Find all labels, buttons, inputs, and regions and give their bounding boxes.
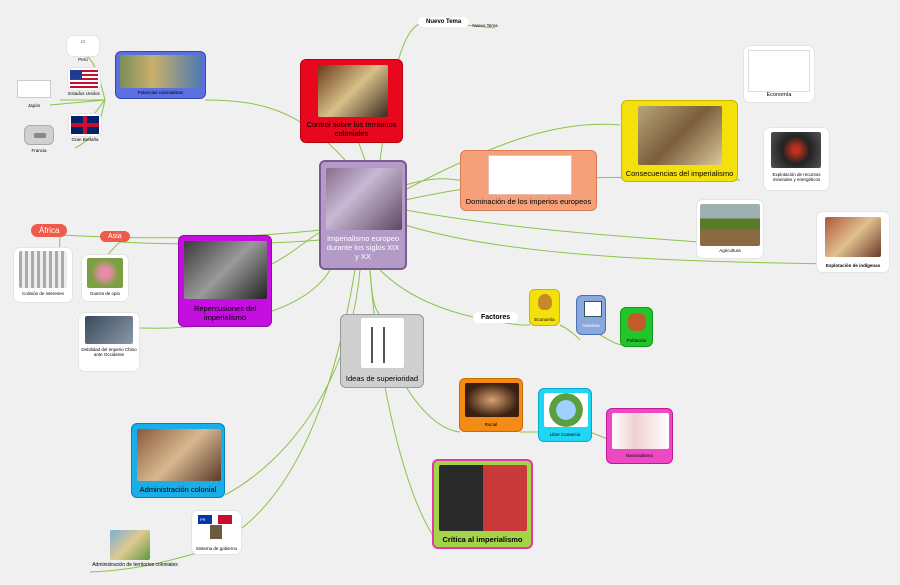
- node-explotacion-indigenas[interactable]: Explotación de indígenas: [817, 212, 889, 272]
- peru-label: Perú: [78, 57, 88, 62]
- indigenas-image: [825, 217, 881, 257]
- node-libre-comercio[interactable]: Libre Comercio: [538, 388, 592, 442]
- administracion-label: Administración colonial: [139, 485, 217, 494]
- consecuencias-image: [638, 106, 722, 165]
- money-bag-icon: [538, 294, 552, 310]
- node-agricultura[interactable]: Agricultura: [697, 200, 763, 258]
- node-nacionalismo[interactable]: Nacionalismo: [606, 408, 673, 464]
- node-asia[interactable]: Asia: [100, 231, 130, 242]
- node-repercusiones[interactable]: Repercusiones del imperialismo: [178, 235, 272, 327]
- economia-label: Economía: [534, 317, 555, 322]
- node-control[interactable]: Control sobre los territorios coloniales: [300, 59, 403, 143]
- ladder-icon: [371, 327, 385, 363]
- node-potencias[interactable]: Potencias colonialistas: [115, 51, 206, 99]
- node-dominacion[interactable]: Dominación de los imperios europeos: [460, 150, 597, 211]
- explotacion-recursos-label: Explotación de recursos minerales y ener…: [772, 172, 821, 183]
- node-poblacion[interactable]: Población: [620, 307, 653, 347]
- gb-label: Gran Bretaña: [71, 137, 99, 142]
- node-gb[interactable]: [69, 114, 101, 136]
- japon-label: Japón: [27, 103, 41, 108]
- flags-icon: [198, 515, 212, 524]
- node-economia[interactable]: Economía: [529, 289, 560, 326]
- node-sistema-gobierno[interactable]: PR Sistema de gobierno: [192, 511, 241, 554]
- desk-icon: [210, 525, 222, 539]
- nacionalismo-image: [612, 413, 669, 449]
- debilidad-label: Debilidad del Imperio Chino ante Occiden…: [81, 347, 137, 358]
- node-administracion[interactable]: Administración colonial: [131, 423, 225, 498]
- sistema-gobierno-label: Sistema de gobierno: [195, 546, 238, 551]
- node-colision[interactable]: Colisión de intereses: [14, 248, 72, 302]
- people-icon: [628, 313, 646, 331]
- francia-flag-placeholder: [34, 133, 46, 138]
- dominacion-label: Dominación de los imperios europeos: [465, 197, 592, 206]
- consecuencias-label: Consecuencias del imperialismo: [625, 169, 734, 178]
- agricultura-label: Agricultura: [719, 248, 741, 253]
- repercusiones-image: [184, 241, 267, 299]
- node-industria[interactable]: Industria: [576, 295, 606, 335]
- mina-image: [771, 132, 821, 168]
- node-africa[interactable]: África: [31, 224, 68, 237]
- administracion-image: [137, 429, 221, 481]
- dominacion-image-placeholder: [488, 155, 572, 195]
- racial-label: Racial: [484, 422, 498, 427]
- repercusiones-label: Repercusiones del imperialismo: [193, 304, 257, 322]
- potencias-label: Potencias colonialistas: [137, 90, 184, 95]
- economia-c-placeholder: [748, 50, 810, 92]
- opio-label: Guerra de opio: [89, 291, 121, 296]
- agricultura-image: [700, 204, 760, 246]
- critica-label: Crítica al imperialismo: [442, 535, 523, 544]
- eeuu-label: Estados Unidos: [68, 91, 100, 96]
- colision-image: [19, 251, 67, 288]
- racial-image: [465, 383, 519, 417]
- factory-icon: [584, 301, 602, 317]
- node-consecuencias[interactable]: Consecuencias del imperialismo: [621, 100, 738, 182]
- explotacion-indigenas-label: Explotación de indígenas: [825, 263, 881, 268]
- libre-comercio-image: [544, 393, 588, 427]
- center-image: [326, 168, 402, 230]
- libre-comercio-label: Libre Comercio: [549, 432, 581, 437]
- node-debilidad[interactable]: Debilidad del Imperio Chino ante Occiden…: [79, 313, 139, 371]
- admin-territorios-label: Administración de territorios coloniales: [92, 562, 178, 568]
- colision-label: Colisión de intereses: [22, 291, 64, 296]
- node-factores[interactable]: Factores: [473, 312, 519, 323]
- nuevo-tema-sub[interactable]: Nuevo Tema: [472, 23, 498, 28]
- node-nuevo-tema[interactable]: Nuevo Tema: [418, 17, 470, 27]
- control-image: [318, 65, 388, 117]
- poblacion-label: Población: [626, 338, 647, 343]
- node-economia-c[interactable]: Economía: [744, 46, 814, 102]
- node-racial[interactable]: Racial: [459, 378, 523, 432]
- control-label: Control sobre los territorios coloniales: [306, 120, 397, 138]
- node-eeuu[interactable]: [68, 68, 100, 90]
- node-japon[interactable]: [17, 80, 51, 98]
- opio-image: [87, 258, 123, 288]
- usa-flag-canton: [70, 70, 82, 79]
- node-francia[interactable]: [24, 125, 54, 145]
- debilidad-image: [85, 316, 133, 344]
- node-ideas[interactable]: Ideas de superioridad: [340, 314, 424, 388]
- critica-image: [439, 465, 527, 531]
- ladder-image: [361, 318, 404, 368]
- uk-flag-cross-v: [83, 116, 87, 134]
- economia-c-label: Economía: [766, 92, 792, 98]
- flag-icon-2: [218, 515, 232, 524]
- center-label: Imperialismo europeo durante los siglos …: [326, 234, 400, 261]
- node-admin-territorios[interactable]: [110, 530, 150, 560]
- center-node[interactable]: Imperialismo europeo durante los siglos …: [319, 160, 407, 270]
- peru-flag-placeholder: ▭: [80, 39, 86, 45]
- flag-pr-label: PR: [200, 517, 206, 522]
- ideas-label: Ideas de superioridad: [345, 374, 419, 383]
- node-critica[interactable]: Crítica al imperialismo: [432, 459, 533, 549]
- potencias-image: [120, 55, 202, 88]
- nacionalismo-label: Nacionalismo: [625, 453, 653, 458]
- francia-label: Francia: [31, 148, 47, 153]
- node-explotacion-recursos[interactable]: Explotación de recursos minerales y ener…: [764, 128, 829, 190]
- node-opio[interactable]: Guerra de opio: [82, 255, 128, 301]
- industria-label: Industria: [582, 323, 600, 328]
- node-peru[interactable]: ▭: [67, 36, 99, 56]
